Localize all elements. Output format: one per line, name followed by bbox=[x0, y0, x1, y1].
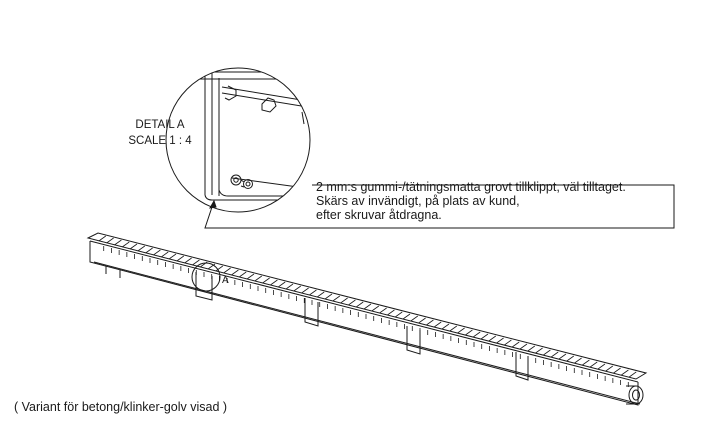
grating-slot bbox=[550, 351, 559, 358]
note-line: efter skruvar åtdragna. bbox=[316, 208, 442, 222]
grating-slot bbox=[285, 283, 294, 290]
grating-slot bbox=[394, 311, 403, 318]
grating-slot bbox=[246, 273, 255, 280]
grating-slot bbox=[363, 303, 372, 310]
grating-slot bbox=[496, 337, 504, 344]
grating-slot bbox=[207, 263, 216, 270]
grating-slot bbox=[465, 329, 473, 336]
grating-slot bbox=[348, 299, 356, 306]
channel-drain bbox=[86, 232, 648, 406]
grating-slot bbox=[129, 243, 138, 250]
grating-slot bbox=[433, 321, 442, 328]
grating-slot bbox=[309, 289, 317, 296]
grating-slot bbox=[106, 237, 114, 244]
grating-slot bbox=[293, 285, 302, 292]
grating-slot bbox=[504, 339, 512, 346]
grating-slot bbox=[566, 355, 575, 362]
grating-slot bbox=[387, 309, 395, 316]
grating-slot bbox=[270, 279, 278, 286]
grating-slot bbox=[449, 325, 458, 332]
grating-slot bbox=[410, 315, 419, 322]
grating-slot bbox=[613, 367, 621, 374]
grating-slot bbox=[621, 369, 629, 376]
grating-slot bbox=[457, 327, 465, 334]
drain-body bbox=[89, 241, 639, 406]
grating-slot bbox=[332, 295, 341, 302]
grating-slot bbox=[231, 269, 239, 276]
grating-slot bbox=[582, 359, 590, 366]
leader-line bbox=[204, 184, 675, 229]
grating-slot bbox=[262, 277, 270, 284]
note-text: 2 mm:s gummi-/tätningsmatta grovt tillkl… bbox=[316, 180, 626, 222]
grating-slot bbox=[238, 271, 247, 278]
grating-slot bbox=[176, 255, 185, 262]
grating-slot bbox=[426, 319, 434, 326]
grating-slot bbox=[301, 287, 309, 294]
grating-slot bbox=[480, 333, 489, 340]
grating-slot bbox=[192, 259, 200, 266]
grating-slot bbox=[574, 357, 582, 364]
grating-slot bbox=[316, 291, 325, 298]
note-line: 2 mm:s gummi-/tätningsmatta grovt tillkl… bbox=[316, 180, 626, 194]
grating-slot bbox=[558, 353, 567, 360]
grating-slot bbox=[145, 247, 153, 254]
grating-slot bbox=[605, 365, 614, 372]
grating-slot bbox=[535, 347, 543, 354]
caption: ( Variant för betong/klinker-golv visad … bbox=[14, 400, 228, 414]
detail-scale: SCALE 1 : 4 bbox=[128, 135, 192, 147]
grating-slot bbox=[168, 253, 177, 260]
grating-slot bbox=[589, 361, 598, 368]
note-line: Skärs av invändigt, på plats av kund, bbox=[316, 194, 520, 208]
grating-slot bbox=[402, 313, 411, 320]
grating-slot bbox=[472, 331, 481, 338]
grating-slot bbox=[379, 307, 387, 314]
grating-slot bbox=[98, 235, 107, 242]
grating-slot bbox=[371, 305, 380, 312]
grating-slot bbox=[160, 251, 169, 258]
support-bracket bbox=[304, 298, 319, 327]
leader-arrow bbox=[209, 199, 217, 209]
grating-slot bbox=[324, 293, 333, 300]
grating-slot bbox=[215, 265, 224, 272]
detail-marker-label: A bbox=[222, 275, 229, 286]
support-bracket bbox=[195, 272, 213, 301]
grating-slot bbox=[277, 281, 286, 288]
grating-slot bbox=[628, 371, 637, 378]
detail-a-marker bbox=[191, 262, 221, 292]
detail-title: DETAIL A bbox=[135, 119, 185, 131]
drain-outlet bbox=[626, 385, 644, 405]
grating-slot bbox=[137, 245, 146, 252]
grating-slot bbox=[184, 257, 192, 264]
grating-slot bbox=[488, 335, 497, 342]
grating-slot bbox=[223, 267, 231, 274]
grating-slot bbox=[519, 343, 528, 350]
support-bracket bbox=[406, 326, 421, 355]
grating-slot bbox=[114, 239, 122, 246]
grating-slot bbox=[153, 249, 161, 256]
grating-slot bbox=[121, 241, 130, 248]
grating-slot bbox=[511, 341, 520, 348]
detail-a-circle bbox=[165, 67, 311, 213]
grating-slot bbox=[355, 301, 364, 308]
grating-slot bbox=[418, 317, 426, 324]
support-bracket bbox=[515, 352, 529, 381]
grating-slot bbox=[441, 323, 450, 330]
grating-slot bbox=[254, 275, 263, 282]
grating-top bbox=[86, 232, 648, 380]
grating-slot bbox=[527, 345, 536, 352]
grating-slot bbox=[340, 297, 348, 304]
grating-slot bbox=[543, 349, 551, 356]
grating-slot bbox=[597, 363, 606, 370]
